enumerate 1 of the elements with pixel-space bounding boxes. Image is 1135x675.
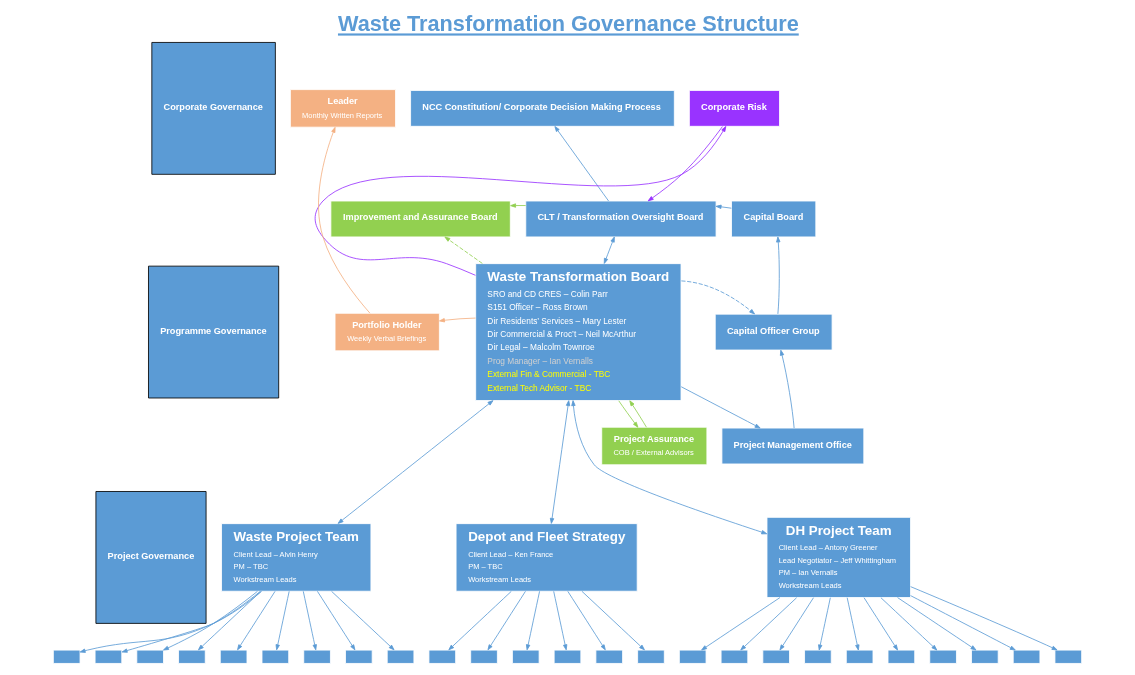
diagram-title: Waste Transformation Governance Structure bbox=[337, 11, 799, 37]
